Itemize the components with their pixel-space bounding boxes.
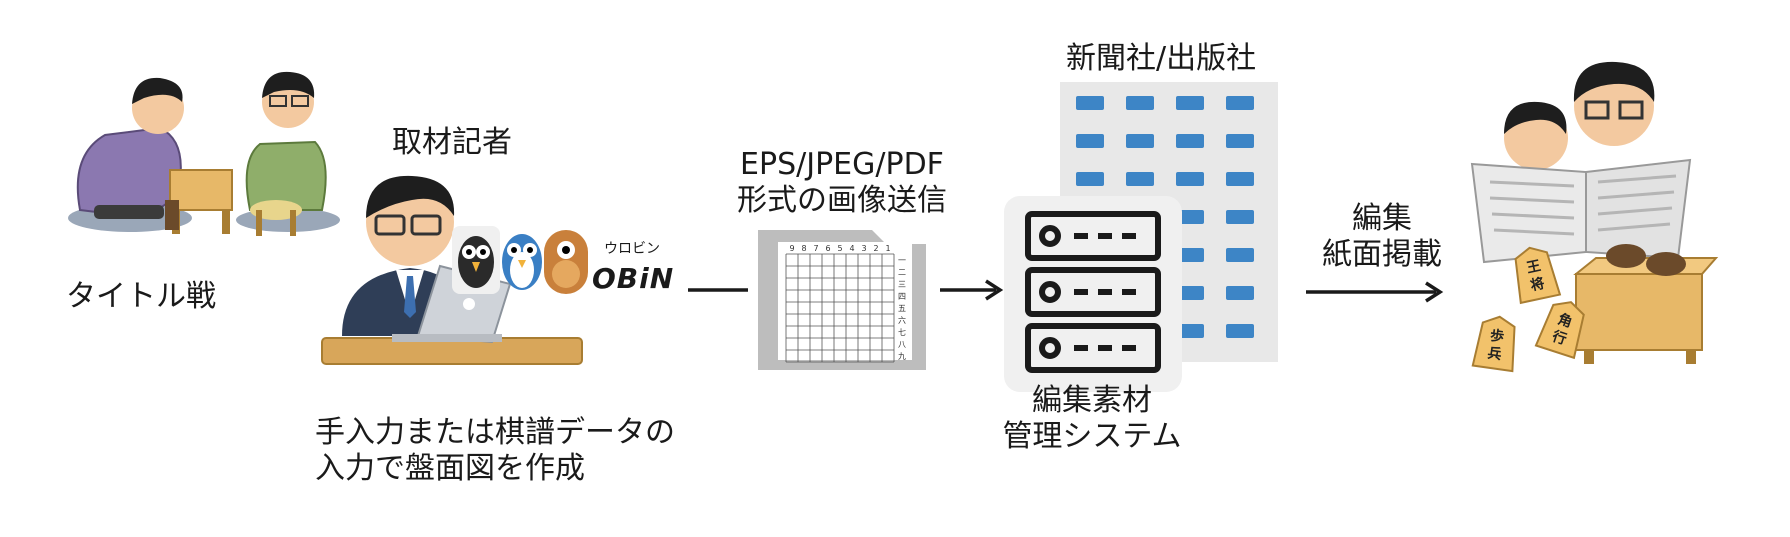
building-window xyxy=(1226,324,1254,338)
board-file-number: 9 xyxy=(789,244,794,253)
svg-text:角: 角 xyxy=(1556,310,1575,330)
publisher-label: 新聞社/出版社 xyxy=(1066,41,1257,76)
building-window xyxy=(1226,286,1254,300)
svg-text:兵: 兵 xyxy=(1486,345,1502,364)
building-window xyxy=(1226,248,1254,262)
building-window xyxy=(1176,286,1204,300)
building-window xyxy=(1076,96,1104,110)
reporter-caption-line1: 手入力または棋譜データの xyxy=(315,415,675,450)
building-window xyxy=(1226,172,1254,186)
building-window xyxy=(1176,210,1204,224)
building-window xyxy=(1176,324,1204,338)
board-rank-number: 四 xyxy=(898,292,906,301)
building-window xyxy=(1176,134,1204,148)
logo-ruby: ウロビン xyxy=(604,241,660,257)
board-file-number: 4 xyxy=(849,244,854,253)
shogi-piece: 王将 xyxy=(1514,246,1562,305)
shogi-piece: 角行 xyxy=(1534,301,1585,360)
format-caption-line2: 形式の画像送信 xyxy=(737,183,947,218)
board-rank-number: 六 xyxy=(898,315,906,325)
building-window xyxy=(1076,134,1104,148)
building-window xyxy=(1176,172,1204,186)
shogi-piece: 歩兵 xyxy=(1471,315,1516,373)
server-icon xyxy=(1004,196,1182,392)
board-file-number: 8 xyxy=(801,244,806,253)
board-rank-number: 二 xyxy=(898,268,906,277)
board-rank-number: 一 xyxy=(898,256,906,265)
board-rank-number: 九 xyxy=(898,352,906,361)
building-window xyxy=(1226,134,1254,148)
building-window xyxy=(1226,210,1254,224)
board-file-number: 7 xyxy=(813,244,818,253)
svg-text:行: 行 xyxy=(1549,327,1569,348)
reporter-title: 取材記者 xyxy=(392,125,512,160)
svg-text:将: 将 xyxy=(1529,275,1546,295)
system-caption-line2: 管理システム xyxy=(1002,419,1182,454)
building-window xyxy=(1076,172,1104,186)
reporter-illustration xyxy=(321,175,583,365)
svg-text:歩: 歩 xyxy=(1489,327,1505,346)
edit-caption-line2: 紙面掲載 xyxy=(1322,237,1442,272)
board-rank-number: 五 xyxy=(898,304,906,313)
board-file-number: 2 xyxy=(873,244,878,253)
board-file-number: 6 xyxy=(825,244,830,253)
building-window xyxy=(1126,134,1154,148)
robin-logo xyxy=(452,226,588,294)
board-rank-number: 七 xyxy=(898,328,906,337)
title-match-illustration xyxy=(68,71,340,236)
building-window xyxy=(1176,248,1204,262)
system-caption-line1: 編集素材 xyxy=(1032,383,1152,418)
building-window xyxy=(1176,96,1204,110)
building-window xyxy=(1126,172,1154,186)
reporter-caption-line2: 入力で盤面図を作成 xyxy=(315,451,585,486)
title-match-label: タイトル戦 xyxy=(66,279,216,314)
board-rank-number: 八 xyxy=(898,340,906,349)
format-caption-line1: EPS/JPEG/PDF xyxy=(740,147,944,182)
board-rank-number: 三 xyxy=(898,280,906,289)
board-file-number: 1 xyxy=(885,244,890,253)
building-window xyxy=(1126,96,1154,110)
edit-caption-line1: 編集 xyxy=(1352,201,1412,236)
logo-word: OBiN xyxy=(592,262,675,295)
board-file-number: 3 xyxy=(861,244,866,253)
building-window xyxy=(1226,96,1254,110)
svg-text:王: 王 xyxy=(1525,258,1542,277)
board-file-number: 5 xyxy=(837,244,842,253)
